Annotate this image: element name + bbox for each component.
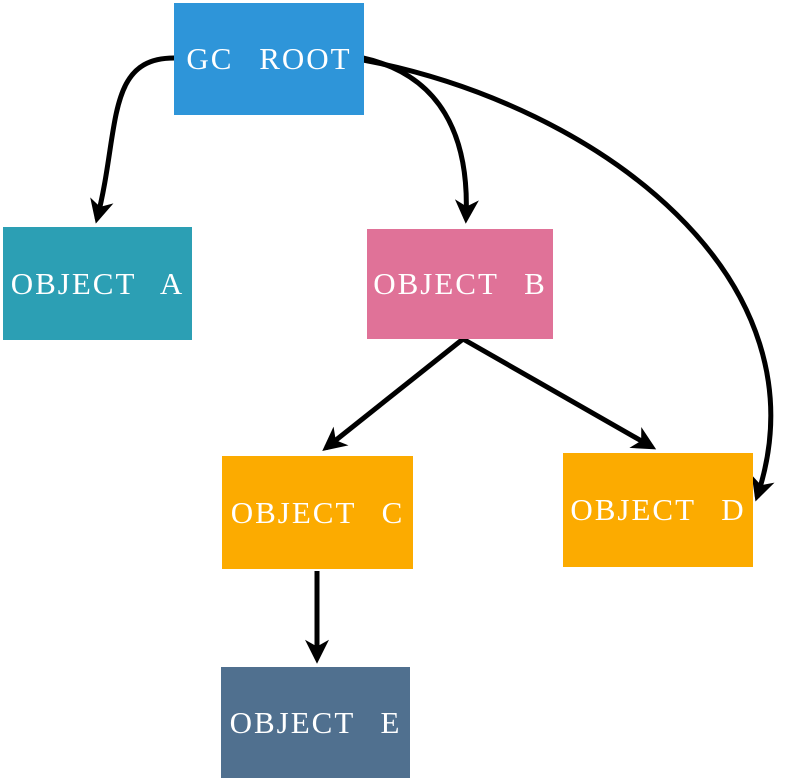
edge-objectb-to-objectd (461, 336, 657, 450)
node-object-d: OBJECT D (563, 453, 753, 567)
edge-gcroot-to-objecta (90, 55, 175, 224)
node-object-e-label: OBJECT E (229, 704, 402, 740)
node-gc-root: GC ROOT (174, 3, 364, 115)
node-object-e: OBJECT E (221, 667, 410, 778)
node-gc-root-label: GC ROOT (186, 41, 352, 76)
node-object-b: OBJECT B (367, 229, 553, 339)
node-object-a: OBJECT A (3, 227, 192, 340)
node-object-d-label: OBJECT D (570, 492, 746, 527)
node-object-a-label: OBJECT A (10, 265, 185, 301)
node-object-b-label: OBJECT B (373, 266, 547, 301)
node-object-c-label: OBJECT C (230, 494, 405, 530)
edge-objectb-to-objectc (322, 337, 465, 451)
edge-gcroot-to-objectd (362, 57, 775, 502)
node-object-c: OBJECT C (222, 456, 413, 569)
